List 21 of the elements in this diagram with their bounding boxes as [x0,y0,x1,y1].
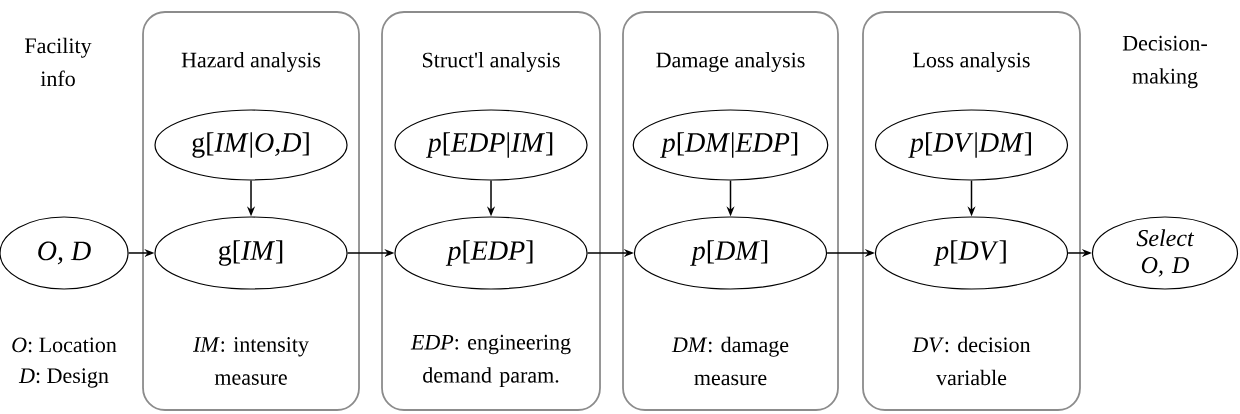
panel-heading: Struct'l analysis [423,52,560,72]
ellipse-node: p[DV] [874,216,1069,290]
panel-heading: Loss analysis [913,52,1030,72]
column-heading: Facility info [25,37,92,87]
ellipse-node: g[IM] [154,216,348,290]
panel-heading: Hazard analysis [181,52,321,72]
ellipse-node: p[DM|EDP] [632,109,829,181]
ellipse-node: p[DV|DM] [874,109,1069,181]
column-heading: Decision-making [1122,35,1207,89]
panel-heading: Damage analysis [656,52,805,72]
definition-text: IM: intensity measure [193,337,309,385]
ellipse-node: Select O, D [1091,216,1239,290]
definition-text: O: Location [12,337,117,353]
definition-text: D: Design [18,368,109,388]
ellipse-node: p[EDP|IM] [394,109,588,181]
ellipse-node: p[DM] [633,216,828,290]
definition-text: EDP: engineering demand param. [410,334,571,388]
ellipse-node: g[IM|O,D] [154,109,348,181]
ellipse-node: p[EDP] [394,216,588,290]
definition-text: DV: decision variable [912,336,1031,386]
definition-text: DM: damage measure [671,336,789,386]
